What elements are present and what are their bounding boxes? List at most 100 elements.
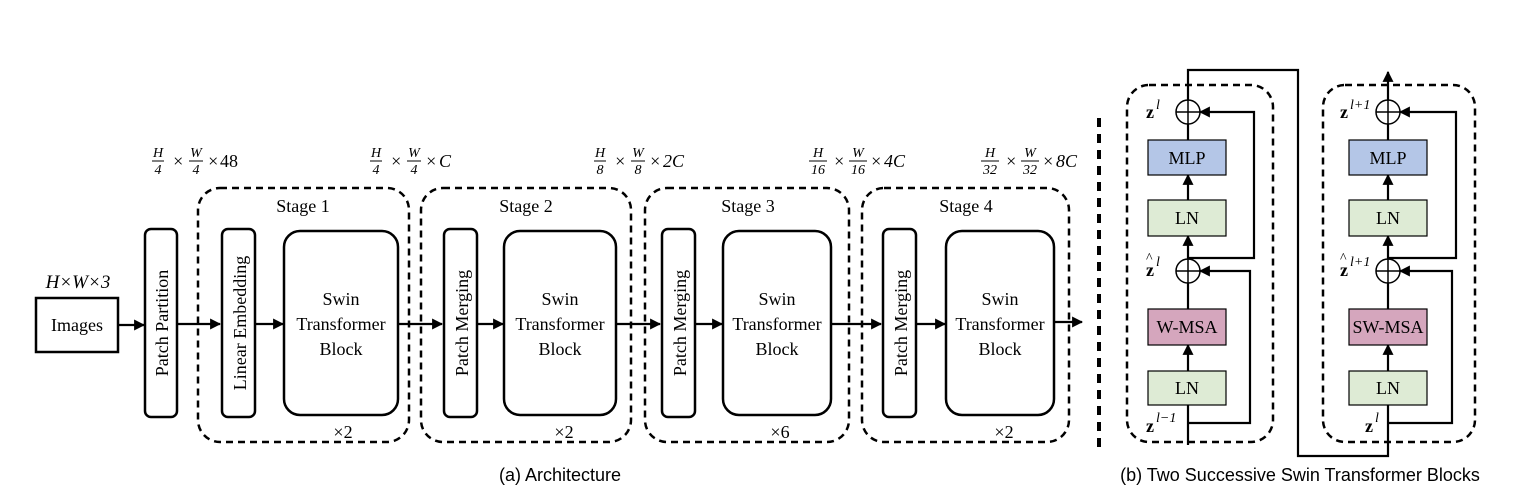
svg-text:Transformer: Transformer [955, 314, 1044, 334]
svg-text:z: z [1146, 260, 1154, 280]
svg-text:4C: 4C [884, 151, 906, 171]
caption-blocks: (b) Two Successive Swin Transformer Bloc… [1120, 465, 1480, 485]
stage-3-label: Stage 3 [721, 196, 775, 216]
svg-text:MLP: MLP [1369, 148, 1406, 168]
stage-2-label: Stage 2 [499, 196, 553, 216]
svg-text:l+1: l+1 [1350, 98, 1370, 113]
stage-4-label: Stage 4 [939, 196, 993, 216]
svg-text:Block: Block [756, 339, 799, 359]
svg-text:H: H [152, 146, 164, 161]
block-a-z-in-label: z l−1 [1146, 411, 1176, 436]
svg-text:Patch Merging: Patch Merging [452, 270, 472, 376]
svg-text:z: z [1340, 102, 1348, 122]
images-label: Images [51, 315, 103, 335]
block-a-w-msa [1147, 308, 1227, 346]
stage-4-repeat: ×2 [994, 422, 1013, 442]
svg-text:Transformer: Transformer [732, 314, 821, 334]
svg-text:2C: 2C [663, 151, 685, 171]
input-dims-label: H×W×3 [45, 272, 111, 293]
block-a-z-hat-label: z ^ l [1146, 251, 1160, 280]
svg-text:l: l [1156, 98, 1160, 113]
svg-text:l: l [1375, 411, 1379, 426]
svg-text:Block: Block [979, 339, 1022, 359]
svg-text:W: W [632, 146, 645, 161]
block-b-z-out-label: z l+1 [1340, 98, 1370, 122]
svg-text:Block: Block [320, 339, 363, 359]
svg-text:LN: LN [1175, 208, 1199, 228]
svg-text:32: 32 [982, 163, 997, 178]
svg-text:×: × [425, 151, 437, 171]
block-b-z-hat-label: z ^ l+1 [1340, 251, 1370, 280]
svg-text:×: × [1042, 151, 1054, 171]
block-b-z-in-label: z l [1365, 411, 1379, 436]
svg-text:4: 4 [373, 163, 380, 178]
swin-block-b: LN SW-MSA LN MLP z l+1 z ^ l+1 z l [1321, 70, 1477, 444]
stage3-dims-label: H 16 × W 16 × 4C [809, 146, 906, 178]
swin-block-a: LN W-MSA LN MLP z l z ^ l z [1125, 83, 1275, 445]
stage2-dims-label: H 8 × W 8 × 2C [594, 146, 685, 178]
svg-text:×: × [1005, 151, 1017, 171]
images-box [34, 296, 120, 354]
caption-architecture: (a) Architecture [499, 465, 621, 485]
svg-text:Patch Merging: Patch Merging [891, 270, 911, 376]
svg-text:×: × [207, 151, 219, 171]
svg-text:z: z [1365, 416, 1373, 436]
svg-text:Swin: Swin [541, 289, 578, 309]
svg-text:4: 4 [155, 163, 162, 178]
stage-1-frame [196, 186, 411, 444]
svg-text:8: 8 [597, 163, 604, 178]
svg-text:z: z [1146, 102, 1154, 122]
stage-2: Stage 2 Patch Merging Swin Transformer B… [419, 186, 633, 444]
svg-text:H: H [594, 146, 606, 161]
svg-text:LN: LN [1376, 378, 1400, 398]
block-a-frame [1125, 83, 1275, 444]
svg-text:SW-MSA: SW-MSA [1352, 317, 1423, 337]
svg-text:16: 16 [811, 163, 825, 178]
svg-text:8: 8 [635, 163, 642, 178]
svg-text:H: H [812, 146, 824, 161]
svg-text:z: z [1340, 260, 1348, 280]
svg-text:Transformer: Transformer [515, 314, 604, 334]
stage-2-repeat: ×2 [554, 422, 573, 442]
svg-text:^: ^ [1340, 251, 1347, 266]
svg-text:H: H [984, 146, 996, 161]
svg-text:Patch Merging: Patch Merging [670, 270, 690, 376]
svg-text:l+1: l+1 [1350, 255, 1370, 270]
stage-3-repeat: ×6 [770, 422, 789, 442]
svg-text:4: 4 [193, 163, 200, 178]
svg-text:16: 16 [851, 163, 865, 178]
stage-3-frame [643, 186, 851, 444]
svg-text:Block: Block [539, 339, 582, 359]
svg-text:Swin: Swin [322, 289, 359, 309]
svg-text:32: 32 [1022, 163, 1037, 178]
svg-text:H: H [370, 146, 382, 161]
svg-text:LN: LN [1376, 208, 1400, 228]
svg-text:l−1: l−1 [1156, 411, 1176, 426]
svg-text:×: × [614, 151, 626, 171]
svg-text:8C: 8C [1056, 151, 1078, 171]
svg-text:z: z [1146, 416, 1154, 436]
svg-text:W: W [408, 146, 421, 161]
svg-text:4: 4 [411, 163, 418, 178]
svg-text:×: × [649, 151, 661, 171]
svg-text:W: W [190, 146, 203, 161]
partition-dims-label: H 4 × W 4 × 48 [152, 146, 238, 178]
svg-text:×: × [870, 151, 882, 171]
svg-text:Transformer: Transformer [296, 314, 385, 334]
block-a-mlp [1147, 139, 1227, 176]
stage-1-label: Stage 1 [276, 196, 330, 216]
block-a-ln-top [1147, 199, 1227, 237]
svg-text:×: × [390, 151, 402, 171]
stage-4: Stage 4 Patch Merging Swin Transformer B… [860, 186, 1071, 444]
patch-partition-label: Patch Partition [152, 270, 172, 377]
svg-text:W-MSA: W-MSA [1156, 317, 1217, 337]
stage-1: Stage 1 Linear Embedding Swin Transforme… [196, 186, 411, 444]
block-a-z-out-label: z l [1146, 98, 1160, 122]
svg-text:Swin: Swin [981, 289, 1018, 309]
block-a-ln-bottom [1147, 370, 1227, 406]
svg-text:LN: LN [1175, 378, 1199, 398]
svg-text:Swin: Swin [758, 289, 795, 309]
linear-embedding-label: Linear Embedding [230, 256, 250, 390]
block-connector [1186, 68, 1390, 458]
block-b-frame [1321, 83, 1477, 444]
